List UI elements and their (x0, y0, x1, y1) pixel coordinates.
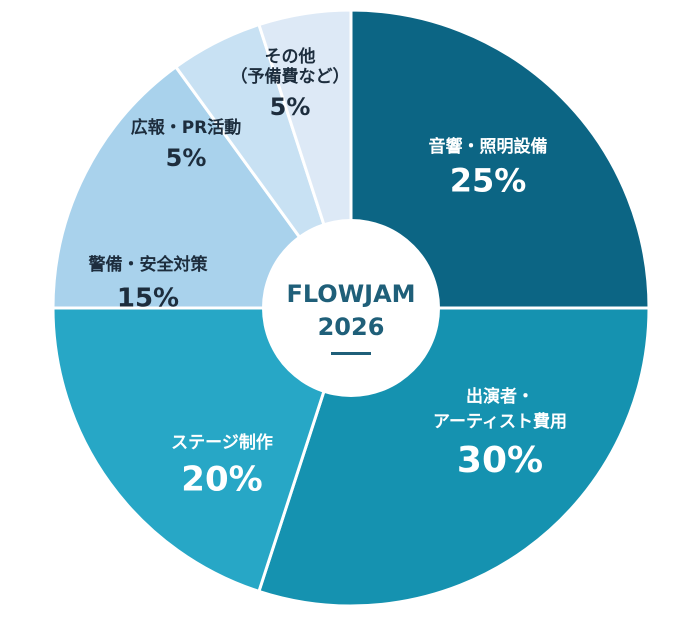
slice-value-1: 30% (457, 440, 543, 481)
center-title-line-2: 2026 (318, 313, 385, 341)
pie-slice-0 (349, 8, 651, 310)
center-circle (262, 219, 440, 397)
slice-label-0-line-0: 音響・照明設備 (429, 136, 548, 157)
pie-slice-2 (51, 306, 354, 594)
slice-value-5: 5% (270, 93, 311, 121)
slice-label-1-line-1: アーティスト費用 (433, 411, 567, 432)
slice-label-3-line-0: 警備・安全対策 (88, 254, 209, 275)
slice-value-2: 20% (181, 460, 262, 500)
slice-value-3: 15% (117, 283, 179, 313)
slice-label-5-line-1: （予備費など） (231, 66, 350, 87)
slice-label-4-line-0: 広報・PR活動 (131, 117, 242, 138)
slice-label-2-line-0: ステージ制作 (171, 432, 273, 453)
pie-labels: 音響・照明設備 25% 出演者・アーティスト費用 30% ステージ制作 20% 警備・安全対… (88, 46, 567, 500)
slice-label-1-line-0: 出演者・ (466, 386, 534, 407)
center-badge: FLOWJAM 2026 (262, 219, 440, 397)
center-title-line-1: FLOWJAM (286, 280, 415, 308)
slice-label-5-line-0: その他 (265, 46, 316, 67)
center-divider (331, 352, 371, 355)
slice-value-4: 5% (166, 144, 207, 172)
slice-value-0: 25% (450, 162, 527, 200)
pie-slice-3 (51, 64, 354, 310)
